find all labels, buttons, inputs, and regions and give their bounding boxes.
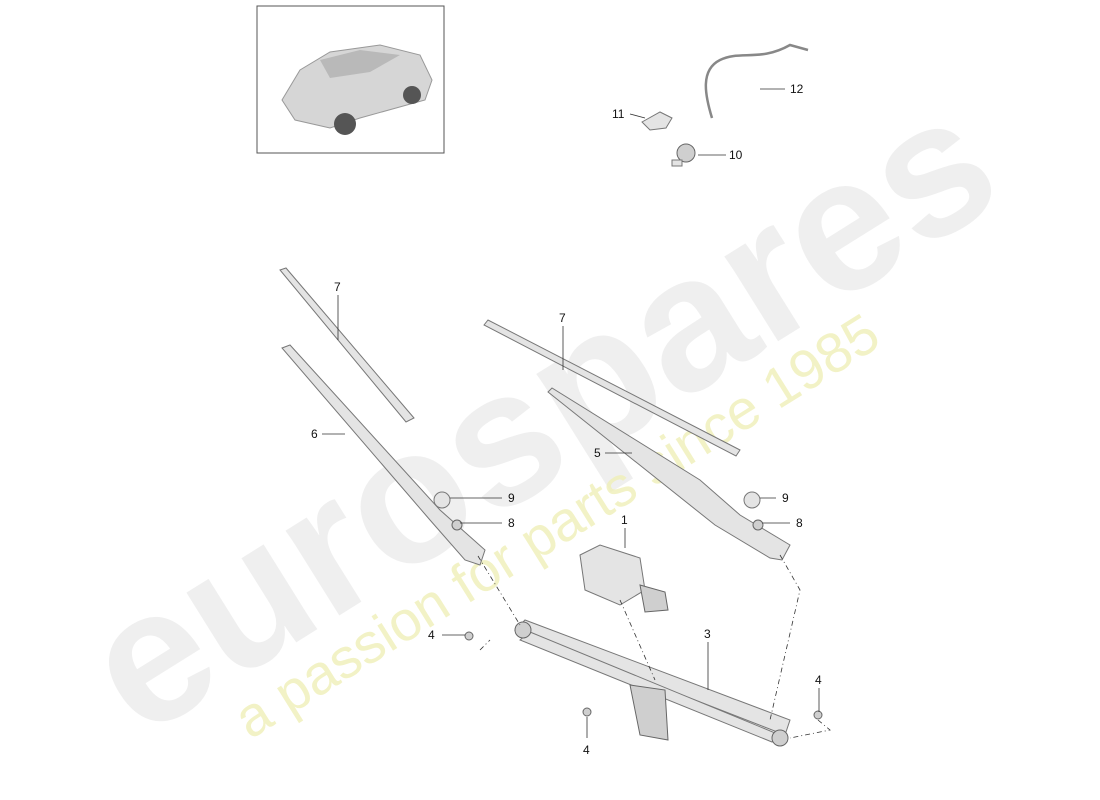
watermark-brand: eurospares [49,52,1030,775]
callout-11[interactable]: 11 [612,107,625,121]
callout-1[interactable]: 1 [621,513,628,527]
callout-7-left[interactable]: 7 [334,280,341,294]
callout-4-right[interactable]: 4 [815,673,822,687]
callout-5[interactable]: 5 [594,446,601,460]
callout-4-left[interactable]: 4 [428,628,435,642]
vehicle-thumbnail[interactable] [256,5,445,154]
part-5-right-wiper-arm[interactable] [547,387,791,561]
callout-10[interactable]: 10 [729,148,743,162]
part-4-bolt-right[interactable] [813,710,823,720]
part-12-washer-hose[interactable] [704,43,809,119]
part-6-left-wiper-arm[interactable] [281,344,486,566]
callout-7-right[interactable]: 7 [559,311,566,325]
callout-9-left[interactable]: 9 [508,491,515,505]
part-1-wiper-motor[interactable] [579,544,669,613]
part-7-right-wiper-blade[interactable] [483,319,741,457]
part-10-nozzle[interactable] [671,143,696,167]
callout-12[interactable]: 12 [790,82,804,96]
callout-8-right[interactable]: 8 [796,516,803,530]
part-4-bolt-left[interactable] [464,631,474,641]
watermark: eurospares a passion for parts since 198… [49,52,1030,775]
part-7-left-wiper-blade[interactable] [279,267,415,423]
callout-9-right[interactable]: 9 [782,491,789,505]
callout-3[interactable]: 3 [704,627,711,641]
callout-8-left[interactable]: 8 [508,516,515,530]
part-4-bolt-bottom[interactable] [582,707,592,717]
part-8-left-nut[interactable] [451,519,463,531]
part-8-right-nut[interactable] [752,519,764,531]
part-9-left-cap[interactable] [433,491,451,509]
part-3-wiper-linkage[interactable] [514,619,791,747]
callout-4-bottom[interactable]: 4 [583,743,590,757]
part-11-bracket[interactable] [641,111,673,131]
callout-6[interactable]: 6 [311,427,318,441]
part-9-right-cap[interactable] [743,491,761,509]
